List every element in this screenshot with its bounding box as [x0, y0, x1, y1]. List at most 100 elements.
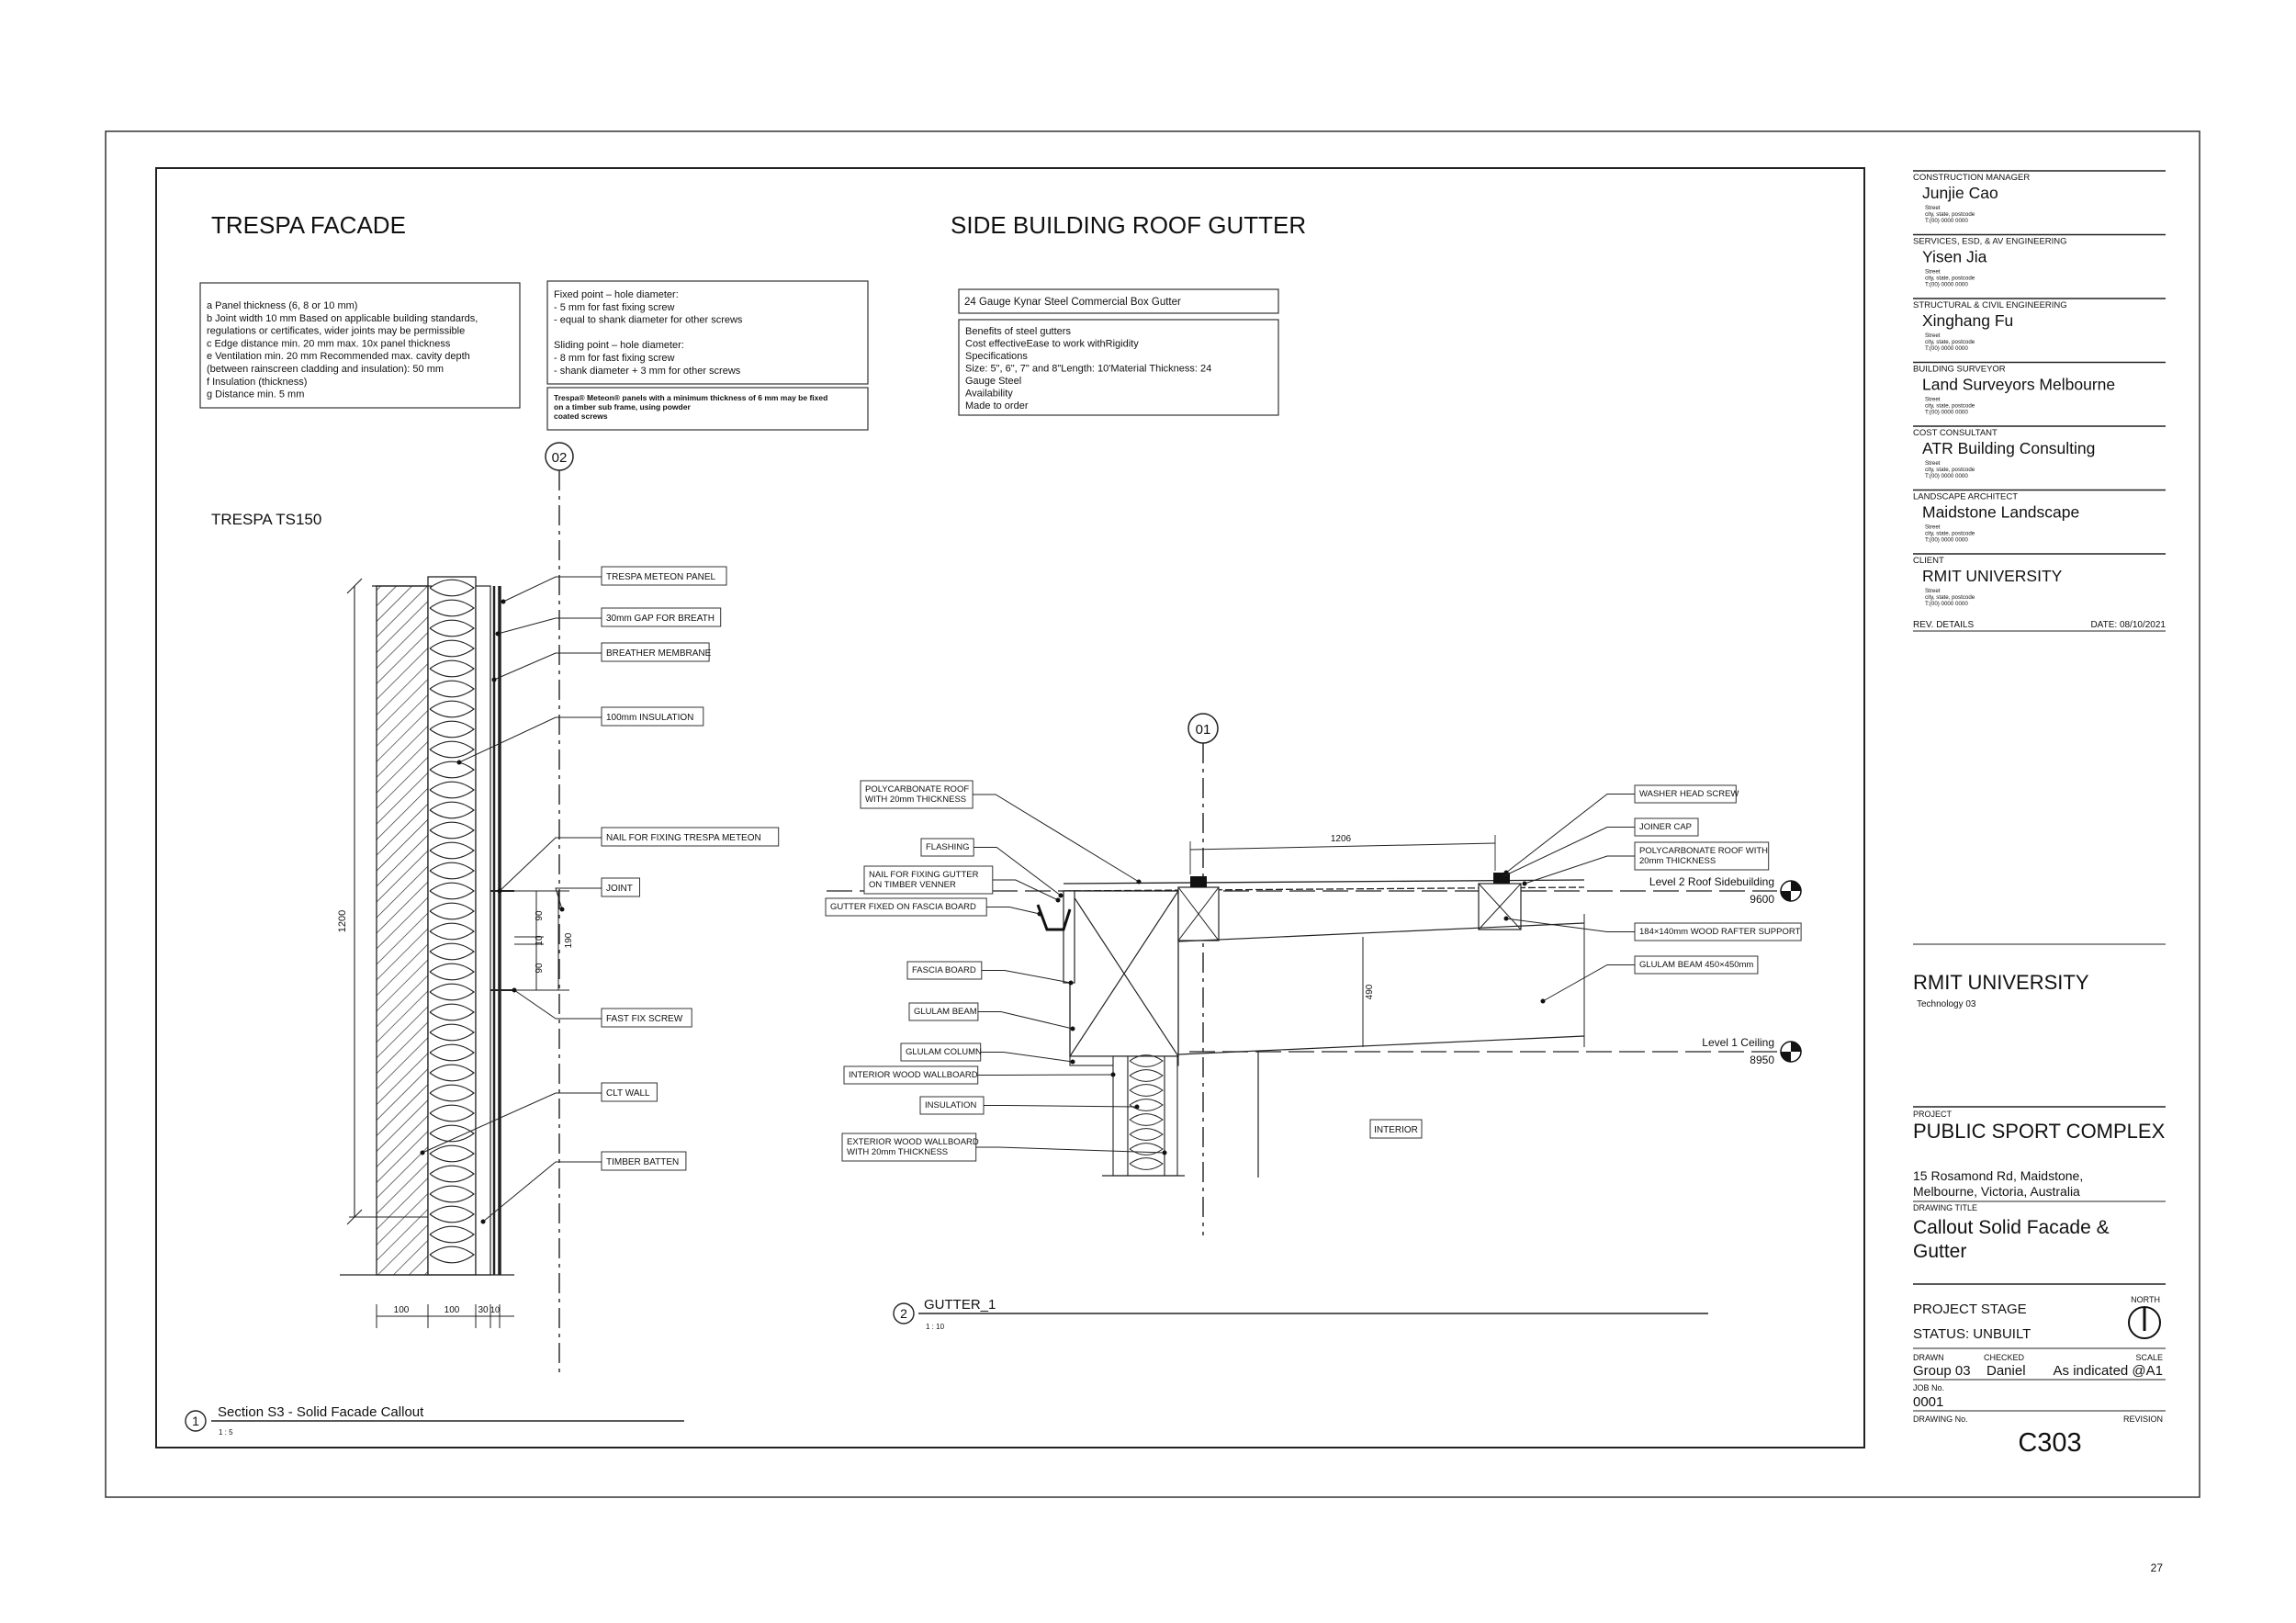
consultant-name: Maidstone Landscape	[1922, 503, 2079, 522]
north-arrow-icon	[2128, 1306, 2161, 1339]
facade-callout-label: NAIL FOR FIXING TRESPA METEON	[606, 833, 761, 843]
gutter_spec-note-line: Benefits of steel gutters	[965, 326, 1071, 337]
stage-status: STATUS: UNBUILT	[1913, 1326, 2031, 1342]
checked-label: CHECKED	[1984, 1353, 2025, 1362]
gutter-right-callout-box	[1634, 841, 1770, 871]
project-address-2: Melbourne, Victoria, Australia	[1913, 1184, 2080, 1199]
interior-label: INTERIOR	[1374, 1125, 1418, 1135]
leader-arrow-dot	[491, 677, 497, 682]
page-number: 27	[2151, 1561, 2164, 1574]
facade-callout-label: JOINT	[606, 884, 633, 894]
wall-insulation-pattern	[1129, 1054, 1164, 1170]
drawn-label: DRAWN	[1913, 1353, 1944, 1362]
consultant-name: RMIT UNIVERSITY	[1922, 567, 2063, 585]
glulam-beam-bottom	[1177, 1035, 1585, 1055]
consultant-address-line: T:(00) 0000 0000	[1925, 345, 1968, 352]
gutter-right-callout: 184×140mm WOOD RAFTER SUPPORT	[1639, 927, 1801, 937]
timber-batten	[475, 585, 491, 1276]
gutter-leader-line	[1524, 855, 1635, 885]
consultant-address-line: city, state, postcode	[1925, 531, 1975, 537]
leader-arrow-dot	[1055, 897, 1061, 903]
gutter-leader-line	[975, 1146, 1165, 1154]
panel-note-line: a Panel thickness (6, 8 or 10 mm)	[207, 300, 357, 311]
facade-callout-label: 30mm GAP FOR BREATH	[606, 614, 715, 624]
gutter-leader-line	[992, 879, 1059, 901]
consultant-name: ATR Building Consulting	[1922, 439, 2095, 457]
gutter-leader-line	[1505, 918, 1635, 932]
bottom-dim-30: 30	[478, 1305, 489, 1315]
gutter-left-callout: FASCIA BOARD	[912, 965, 976, 975]
gutter-leader-line	[977, 1011, 1074, 1030]
leader-arrow-dot	[1136, 879, 1142, 885]
job-label: JOB No.	[1913, 1383, 1944, 1392]
panel-note-box	[199, 282, 521, 409]
consultant-role: LANDSCAPE ARCHITECT	[1913, 492, 2018, 502]
leader-arrow-dot	[501, 599, 506, 604]
facade-callout-label: 100mm INSULATION	[606, 713, 693, 723]
facade-leader-line	[499, 837, 602, 892]
scale-value: As indicated @A1	[2054, 1363, 2163, 1379]
revision-label: REVISION	[2123, 1414, 2163, 1424]
leader-arrow-dot	[1110, 1072, 1116, 1077]
panel-note-line: g Distance min. 5 mm	[207, 389, 304, 400]
consultant-name: Land Surveyors Melbourne	[1922, 376, 2115, 394]
gutter_spec-note-line: Specifications	[965, 351, 1028, 362]
consultant-address-line: Street	[1925, 269, 1941, 276]
consultant-address-line: T:(00) 0000 0000	[1925, 410, 1968, 416]
leader-arrow-dot	[1503, 916, 1509, 921]
drawn-value: Group 03	[1913, 1363, 1971, 1379]
job-value: 0001	[1913, 1394, 1943, 1410]
gutter-left-callout: GLULAM BEAM	[914, 1007, 977, 1017]
gutter-leader-line	[980, 1052, 1074, 1063]
consultant-address-line: city, state, postcode	[1925, 403, 1975, 410]
clt-wall-hatch	[376, 585, 429, 1276]
gutter-leader-line	[1542, 964, 1635, 1002]
gutter_spec-note-line: Gauge Steel	[965, 376, 1021, 387]
fixing-note-line: - 8 mm for fast fixing screw	[554, 353, 674, 364]
panel-note-line: regulations or certificates, wider joint…	[207, 326, 465, 337]
leader-arrow-dot	[1522, 881, 1527, 886]
facade-leader-line	[422, 1092, 602, 1154]
bottom-dim-100b: 100	[445, 1305, 460, 1315]
facade-callout-box	[601, 877, 640, 897]
gutter-note-title: 24 Gauge Kynar Steel Commercial Box Gutt…	[964, 297, 1181, 308]
consultant-role: CONSTRUCTION MANAGER	[1913, 173, 2030, 183]
facade-leader-line	[502, 576, 602, 603]
gutter-right-callout: JOINER CAP	[1639, 822, 1692, 832]
fixing-note-line: - shank diameter + 3 mm for other screws	[554, 366, 741, 377]
leader-arrow-dot	[559, 907, 565, 912]
consultant-address-line: T:(00) 0000 0000	[1925, 473, 1968, 479]
consultant-address-line: Street	[1925, 588, 1941, 594]
level-1-name: Level 1 Ceiling	[1702, 1036, 1774, 1049]
org-sub: Technology 03	[1917, 999, 1976, 1009]
view-1-number: 1	[192, 1414, 199, 1428]
consultant-address-line: Street	[1925, 332, 1941, 339]
consultant-name: Yisen Jia	[1922, 248, 1987, 266]
consultant-role: CLIENT	[1913, 556, 1944, 566]
gutter-right-callout: GLULAM BEAM 450×450mm	[1639, 960, 1753, 970]
view-1-marker	[185, 1410, 207, 1432]
org-name: RMIT UNIVERSITY	[1913, 971, 2089, 994]
gutter_spec-note-line: Size: 5", 6", 7" and 8"Length: 10'Materi…	[965, 364, 1211, 375]
leader-arrow-dot	[1162, 1150, 1167, 1155]
title-roof-gutter: SIDE BUILDING ROOF GUTTER	[951, 211, 1306, 239]
gutter-spec-box	[958, 319, 1279, 416]
rev-label: REV. DETAILS	[1913, 620, 1974, 630]
leader-arrow-dot	[1068, 980, 1074, 986]
panel-note-line: c Edge distance min. 20 mm max. 10x pane…	[207, 338, 451, 349]
gutter_spec-note-line: Availability	[965, 389, 1013, 400]
gutter-left-callout: GUTTER FIXED ON FASCIA BOARD	[830, 902, 976, 912]
view-1-title: Section S3 - Solid Facade Callout	[218, 1404, 424, 1420]
trespa-note-box	[546, 387, 869, 431]
drawing-title-line-1: Callout Solid Facade &	[1913, 1217, 2110, 1238]
span-dim: 1206	[1331, 834, 1352, 844]
bottom-dim-10: 10	[490, 1305, 500, 1314]
facade-callout-label: FAST FIX SCREW	[606, 1014, 683, 1024]
title-trespa-ts150: TRESPA TS150	[211, 511, 321, 528]
panel-note-line: f Insulation (thickness)	[207, 377, 307, 388]
project-name: PUBLIC SPORT COMPLEX	[1913, 1120, 2166, 1143]
outer-border	[105, 130, 2200, 1498]
panel-note-line: b Joint width 10 mm Based on applicable …	[207, 313, 478, 324]
